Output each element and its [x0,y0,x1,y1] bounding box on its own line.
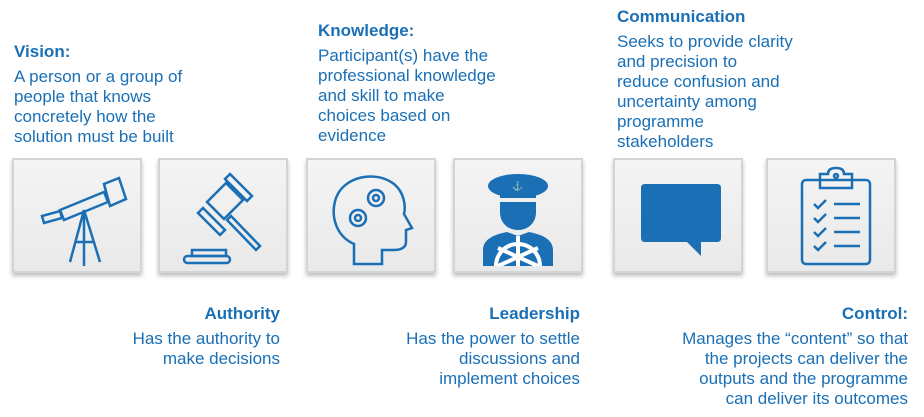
leadership-text: Leadership Has the power to settle discu… [406,304,580,389]
vision-line: solution must be built [14,127,174,146]
captain-icon: ⚓ [483,173,553,266]
telescope-icon [40,175,128,266]
checklist-icon [800,166,872,265]
communication-line: stakeholders [617,132,714,151]
communication-title: Communication [617,7,746,26]
knowledge-line: choices based on [318,106,451,125]
communication-tile [613,158,743,273]
knowledge-line: and skill to make [318,86,445,105]
control-line: the projects can deliver the [704,349,908,368]
communication-line: and precision to [617,52,738,71]
control-line: Manages the “content” so that [682,329,908,348]
knowledge-line: evidence [318,126,387,145]
leadership-tile: ⚓ [453,158,583,273]
vision-line: A person or a group of [14,67,183,86]
control-text: Control: Manages the “content” so that t… [682,304,908,409]
speech-bubble-icon [641,183,721,256]
authority-line: Has the authority to [132,329,280,348]
knowledge-text: Knowledge: Participant(s) have the profe… [318,21,496,146]
communication-line: Seeks to provide clarity [617,32,793,51]
vision-line: concretely how the [14,107,156,126]
knowledge-line: Participant(s) have the [318,46,489,65]
vision-title: Vision: [14,42,71,61]
authority-text: Authority Has the authority to make deci… [133,304,280,369]
control-tile [766,158,896,273]
leadership-line: Has the power to settle [406,329,580,348]
gavel-icon [182,171,262,264]
communication-text: Communication Seeks to provide clarity a… [617,7,793,152]
communication-line: reduce confusion and [617,72,780,91]
authority-line: make decisions [162,349,280,368]
knowledge-tile [306,158,436,273]
knowledge-line: professional knowledge [318,66,496,85]
vision-tile [12,158,142,273]
knowledge-title: Knowledge: [318,21,415,40]
communication-line: programme [617,112,704,131]
control-line: outputs and the programme [699,369,908,388]
leadership-line: discussions and [459,349,580,368]
leadership-line: implement choices [439,369,580,388]
vision-text: Vision: A person or a group of people th… [14,42,182,147]
head-gears-icon [332,174,414,265]
leadership-title: Leadership [489,304,580,323]
authority-tile [158,158,288,273]
authority-title: Authority [204,304,280,323]
control-title: Control: [841,304,908,323]
communication-line: uncertainty among [617,92,757,111]
svg-text:⚓: ⚓ [512,180,523,191]
vision-line: people that knows [14,87,152,106]
control-line: can deliver its outcomes [725,389,908,408]
